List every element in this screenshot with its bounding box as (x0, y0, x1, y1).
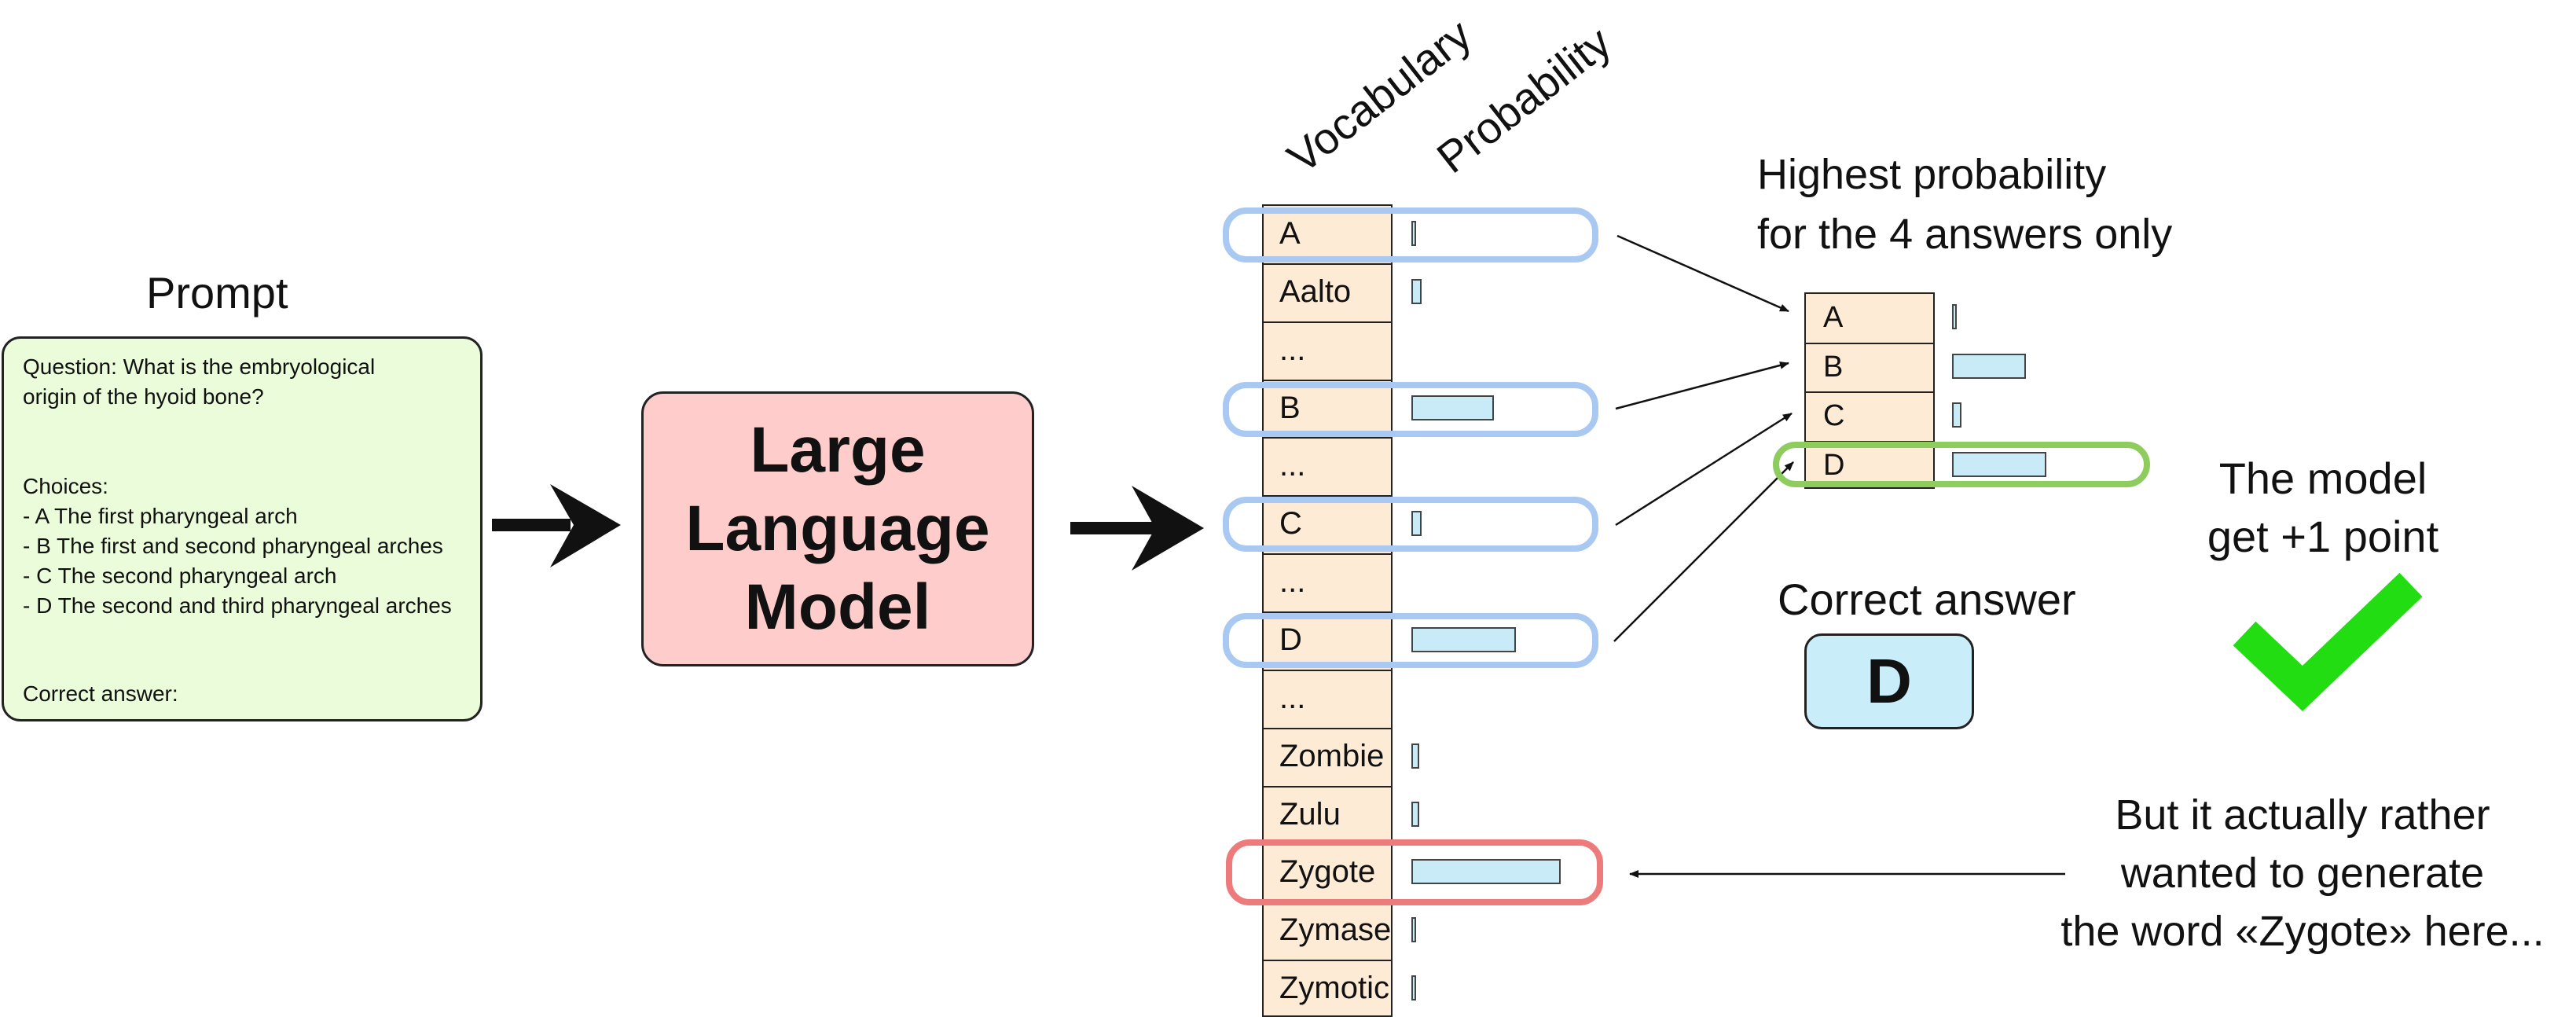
prompt-line: - A The first pharyngeal arch (23, 504, 298, 528)
vocab-word: B (1279, 390, 1301, 425)
arrow-a (1616, 234, 1789, 313)
vocab-row-divider (1264, 669, 1391, 671)
highlight-zygote (1226, 839, 1603, 905)
vocab-row-divider (1264, 960, 1391, 962)
answers-row-divider (1806, 391, 1933, 393)
highlight-d (1223, 613, 1598, 668)
vocab-prob-bar (1411, 220, 1416, 246)
vocab-row-divider (1264, 437, 1391, 439)
highlight-c (1223, 497, 1598, 552)
prompt-line: - B The first and second pharyngeal arch… (23, 534, 443, 558)
prompt-box: Question: What is the embryological orig… (2, 336, 483, 721)
vocab-word: Zymase (1279, 912, 1392, 948)
vocab-row-divider (1264, 263, 1391, 265)
prompt-line: Choices: (23, 474, 108, 498)
answers-prob-bar (1952, 451, 2046, 477)
vocab-prob-bar (1411, 511, 1422, 537)
highlight-a (1223, 207, 1598, 263)
vocab-row-divider (1264, 611, 1391, 613)
answers-word: D (1823, 448, 1845, 482)
vocab-prob-bar (1411, 859, 1561, 885)
vocab-prob-bar (1411, 626, 1516, 652)
answers-word: A (1823, 301, 1844, 335)
vocab-word: Zulu (1279, 796, 1341, 832)
llm-box: Large Language Model (641, 391, 1034, 666)
vocab-prob-bar (1411, 743, 1419, 769)
vocab-prob-bar (1411, 801, 1419, 827)
vocab-word: ... (1279, 448, 1306, 483)
zygote-note: But it actually rather wanted to generat… (2060, 791, 2545, 955)
highest-probability-title: Highest probability for the 4 answers on… (1757, 151, 2173, 258)
vocab-word: Zygote (1279, 854, 1376, 890)
vocab-row-divider (1264, 785, 1391, 788)
prompt-line: - C The second pharyngeal arch (23, 564, 337, 588)
vocab-word: ... (1279, 680, 1306, 715)
llm-label: Large Language Model (685, 414, 990, 643)
prompt-title: Prompt (146, 268, 288, 318)
correct-answer-title: Correct answer (1778, 575, 2076, 624)
vocab-row-divider (1264, 495, 1391, 497)
vocab-prob-bar (1411, 975, 1416, 1001)
vocab-prob-bar (1411, 395, 1494, 420)
vocab-prob-bar (1411, 917, 1416, 943)
answers-word: B (1823, 350, 1844, 384)
vocab-word: D (1279, 622, 1302, 657)
vocab-row-divider (1264, 379, 1391, 381)
highlight-answer-d (1773, 442, 2150, 487)
answers-prob-bar (1952, 304, 1957, 330)
highlight-b (1223, 382, 1598, 437)
arrow-prompt-to-model (492, 484, 621, 567)
vocab-word: A (1279, 215, 1301, 251)
arrow-model-to-vocab (1070, 486, 1204, 571)
prompt-line: origin of the hyoid bone? (23, 384, 264, 409)
answers-word: C (1823, 399, 1845, 433)
arrow-c (1615, 412, 1793, 527)
vocab-row-divider (1264, 321, 1391, 323)
answers-row-divider (1806, 342, 1933, 344)
vocab-word: Zymotic (1279, 971, 1389, 1006)
arrow-d (1613, 461, 1794, 642)
vocab-word: C (1279, 506, 1302, 542)
prompt-line: Question: What is the embryological (23, 354, 376, 379)
prompt-line: - D The second and third pharyngeal arch… (23, 593, 452, 618)
answers-prob-bar (1952, 353, 2027, 379)
vocab-row-divider (1264, 553, 1391, 556)
correct-answer-box: D (1804, 633, 1974, 729)
vocab-prob-bar (1411, 278, 1422, 304)
answers-prob-bar (1952, 402, 1961, 428)
vocab-word: Aalto (1279, 274, 1352, 309)
correct-answer-letter: D (1866, 646, 1912, 716)
vocab-word: Zombie (1279, 738, 1385, 773)
model-point-text: The model get +1 point (2207, 453, 2439, 561)
answers-row-divider (1806, 440, 1933, 442)
vocab-word: ... (1279, 564, 1306, 600)
arrow-b (1615, 361, 1789, 410)
prompt-line: Correct answer: (23, 681, 178, 706)
check-icon (2233, 572, 2423, 711)
vocab-word: ... (1279, 332, 1306, 367)
vocab-row-divider (1264, 727, 1391, 729)
